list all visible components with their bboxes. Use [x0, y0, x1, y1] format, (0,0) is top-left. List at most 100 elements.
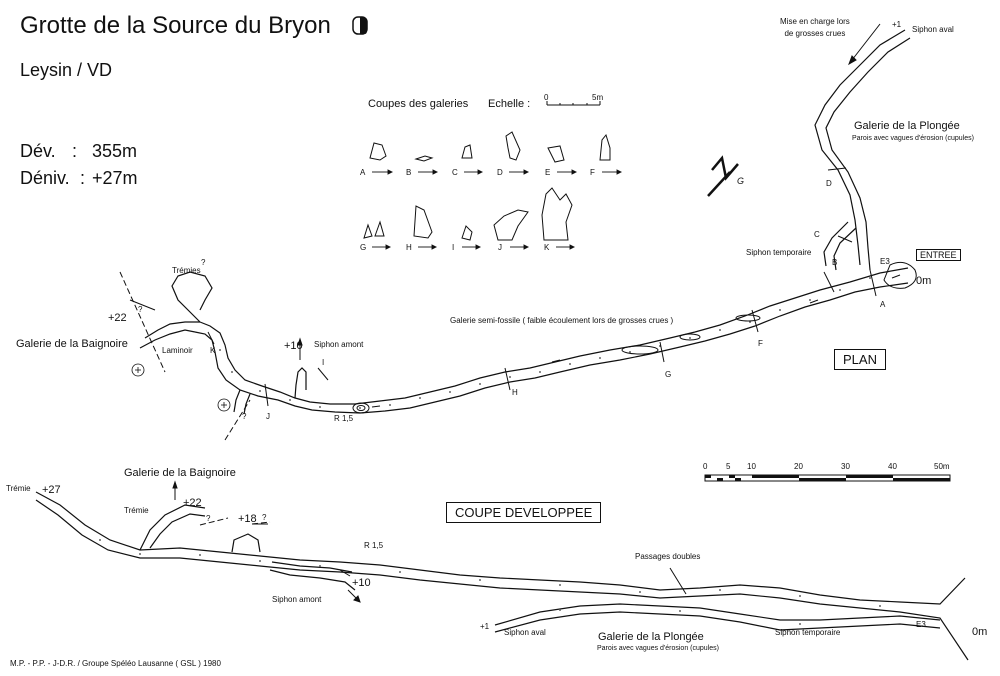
scale-tick: 40 [888, 462, 897, 471]
label-plus10: +10 [284, 340, 303, 352]
cross-sections [363, 131, 611, 241]
stat-denivellation: Déniv.: +27m [20, 168, 138, 189]
small-scale-bar [546, 101, 601, 106]
label-letter-i: I [322, 358, 325, 367]
label-siphon-aval: Siphon aval [912, 25, 954, 34]
coupe-label-r15: R 1,5 [364, 541, 384, 550]
echelle-zero: 0 [544, 93, 549, 102]
cross-section-arrows [372, 169, 623, 250]
plan-sediment-dots [219, 277, 871, 409]
coupe-sediment-dots [99, 539, 881, 625]
scale-tick: 0 [703, 462, 708, 471]
footer-credits: M.P. - P.P. - J-D.R. / Groupe Spéléo Lau… [10, 659, 221, 668]
coupe-label-galerie-plongee: Galerie de la Plongée [598, 631, 704, 643]
scale-tick: 30 [841, 462, 850, 471]
coupe-label-siphon-aval: Siphon aval [504, 628, 546, 637]
stat-denivellation-value: +27m [92, 168, 138, 188]
cross-section-letter: J [498, 243, 502, 252]
cross-section-letter: H [406, 243, 412, 252]
label-siphon-amont: Siphon amont [314, 340, 364, 349]
title-symbol-icon [352, 16, 368, 35]
coupe-label-question-1: ? [206, 514, 211, 523]
location-label: Leysin / VD [20, 60, 113, 80]
label-r15: R 1,5 [334, 414, 354, 423]
label-galerie-semi-fossile: Galerie semi-fossile ( faible écoulement… [450, 316, 674, 325]
label-letter-f: F [758, 339, 763, 348]
label-galerie-plongee: Galerie de la Plongée [854, 120, 960, 132]
plan-entrance [883, 261, 917, 289]
label-siphon-temporaire: Siphon temporaire [746, 248, 812, 257]
coupe-label-question-2: ? [262, 513, 267, 522]
label-letter-k: K [210, 346, 216, 355]
label-e3: E3 [880, 257, 890, 266]
coupe-label-siphon-amont: Siphon amont [272, 595, 322, 604]
coupe-label: COUPE DEVELOPPEE [446, 502, 602, 523]
scale-tick: 50m [934, 462, 950, 471]
cross-section-letter: I [452, 243, 455, 252]
echelle-label: Echelle : [488, 98, 531, 110]
plan-label: PLAN [834, 349, 886, 370]
main-scale-bar [704, 474, 951, 482]
scale-tick: 5 [726, 462, 731, 471]
label-parois: Parois avec vagues d'érosion (cupules) [852, 135, 974, 142]
map-title: Grotte de la Source du Bryon [20, 12, 331, 39]
label-letter-g: G [665, 370, 672, 379]
label-letter-d: D [826, 179, 832, 188]
coupe-fault-lines [199, 517, 271, 526]
coupe-label-tremie: Trémie [6, 484, 31, 493]
cross-section-letter: K [544, 243, 550, 252]
cross-sections-title: Coupes des galeries [368, 98, 469, 110]
coupe-label-plus10: +10 [352, 577, 371, 589]
cross-section-letter: B [406, 168, 412, 177]
coupe-label-tremie2: Trémie [124, 506, 149, 515]
label-question-2: ? [138, 305, 143, 314]
stat-development: Dév.:355m [20, 141, 137, 162]
coupe-label-plus22: +22 [183, 497, 202, 509]
plan-survey-markers [131, 363, 231, 412]
coupe-flow-arrows [172, 480, 687, 603]
cross-section-letter: C [452, 168, 458, 177]
label-tremies: Trémies [172, 266, 201, 275]
label-mise-en-charge: Mise en charge lors de grosses crues [780, 17, 850, 38]
coupe-label-galerie-baignoire: Galerie de la Baignoire [124, 467, 236, 479]
plan-fault-lines [119, 271, 251, 441]
cross-section-letter: F [590, 168, 595, 177]
plan-section-cuts [207, 167, 877, 407]
stat-development-sep: : [72, 141, 78, 161]
stat-denivellation-label: Déniv. [20, 168, 70, 188]
coupe-passages [35, 491, 969, 661]
label-letter-c: C [814, 230, 820, 239]
label-zero-m: 0m [916, 275, 932, 287]
label-letter-b: B [832, 258, 838, 267]
cross-section-letter: G [360, 243, 367, 252]
label-galerie-baignoire: Galerie de la Baignoire [16, 338, 128, 350]
cross-section-letter: D [497, 168, 503, 177]
north-g-label: G [737, 176, 745, 186]
cross-section-letter: E [545, 168, 551, 177]
plan-pools [352, 314, 761, 414]
coupe-label-parois: Parois avec vagues d'érosion (cupules) [597, 645, 719, 652]
scale-tick: 10 [747, 462, 756, 471]
stat-denivellation-sep: : [80, 168, 86, 188]
coupe-label-plus27: +27 [42, 484, 61, 496]
coupe-label-e3: E3 [916, 620, 926, 629]
label-plus22: +22 [108, 312, 127, 324]
label-question-3: ? [242, 412, 247, 421]
label-letter-j: J [266, 412, 270, 421]
scale-tick: 20 [794, 462, 803, 471]
plan-flow-arrows [129, 23, 901, 408]
label-letter-h: H [512, 388, 518, 397]
label-plus-one: +1 [892, 20, 902, 29]
label-letter-a: A [880, 300, 886, 309]
echelle-five: 5m [592, 93, 604, 102]
label-laminoir: Laminoir [162, 346, 193, 355]
coupe-label-zero-m: 0m [972, 626, 988, 638]
stat-development-value: 355m [92, 141, 138, 161]
coupe-label-plus1: +1 [480, 622, 490, 631]
label-question-1: ? [201, 258, 206, 267]
coupe-label-passages-doubles: Passages doubles [635, 552, 701, 561]
entree-label: ENTREE [916, 249, 961, 261]
coupe-label-siphon-temporaire: Siphon temporaire [775, 628, 841, 637]
stat-development-label: Dév. [20, 141, 56, 161]
